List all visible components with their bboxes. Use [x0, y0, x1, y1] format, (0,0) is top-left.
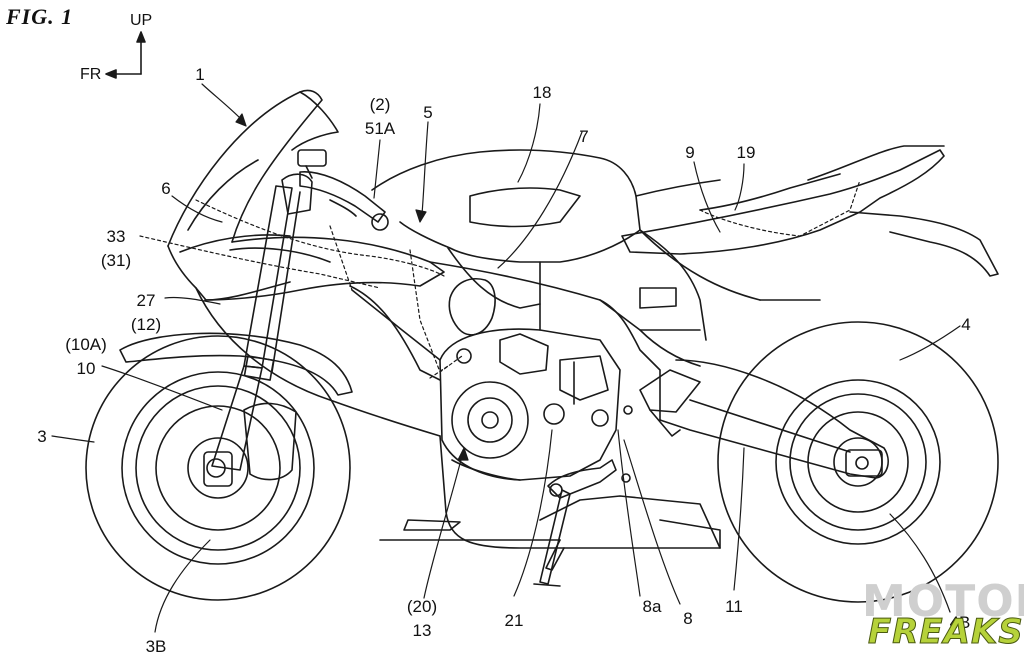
front-wheel	[85, 335, 351, 601]
ref-label-4: 4	[961, 315, 971, 334]
ref-label-2: (2)	[369, 95, 391, 114]
ref-label-3b: 3B	[145, 637, 167, 656]
ref-label-8: 8	[683, 609, 693, 628]
ref-label-3: 3	[37, 427, 47, 446]
ref-label-4b: 4B	[949, 613, 971, 632]
ref-label-9: 9	[685, 143, 695, 162]
ref-label-11: 11	[725, 597, 743, 616]
ref-label-27: 27	[136, 291, 156, 310]
figure-title: FIG. 1	[6, 4, 74, 29]
ref-label-13: 13	[412, 621, 432, 640]
ref-label-10a: (10A)	[65, 335, 107, 354]
ref-label-51a: 51A	[364, 119, 396, 138]
watermark-freaks: FREAKS	[868, 612, 1024, 653]
frame	[429, 229, 707, 421]
ref-label-7: 7	[579, 127, 589, 146]
ref-label-8a: 8a	[642, 597, 662, 616]
front-fender	[119, 332, 353, 396]
ref-label-20: (20)	[406, 597, 438, 616]
watermark-motor: MOTOR	[862, 576, 1024, 627]
ref-label-12: (12)	[130, 315, 162, 334]
handlebar	[281, 149, 389, 231]
side-fairing	[204, 236, 721, 549]
ref-label-5: 5	[423, 103, 433, 122]
front-cowl	[167, 89, 441, 437]
footpeg-bracket	[623, 369, 701, 437]
leader-lines	[51, 83, 961, 633]
ref-label-6: 6	[161, 179, 171, 198]
front-direction-label: FR	[80, 66, 102, 83]
side-stand	[533, 459, 631, 587]
ref-label-10: 10	[76, 359, 96, 378]
seat-and-tail	[621, 145, 999, 301]
ref-label-21: 21	[504, 611, 524, 630]
ref-label-19: 19	[736, 143, 756, 162]
swingarm	[591, 359, 889, 479]
ref-label-31: (31)	[100, 251, 132, 270]
front-fork	[203, 185, 301, 487]
rear-wheel	[717, 321, 999, 603]
ref-label-33: 33	[106, 227, 126, 246]
fuel-tank	[371, 149, 641, 336]
ref-label-18: 18	[532, 83, 552, 102]
hidden-lines	[139, 179, 861, 379]
direction-arrows	[105, 31, 146, 79]
ref-label-1: 1	[195, 65, 205, 84]
up-direction-label: UP	[130, 12, 153, 29]
